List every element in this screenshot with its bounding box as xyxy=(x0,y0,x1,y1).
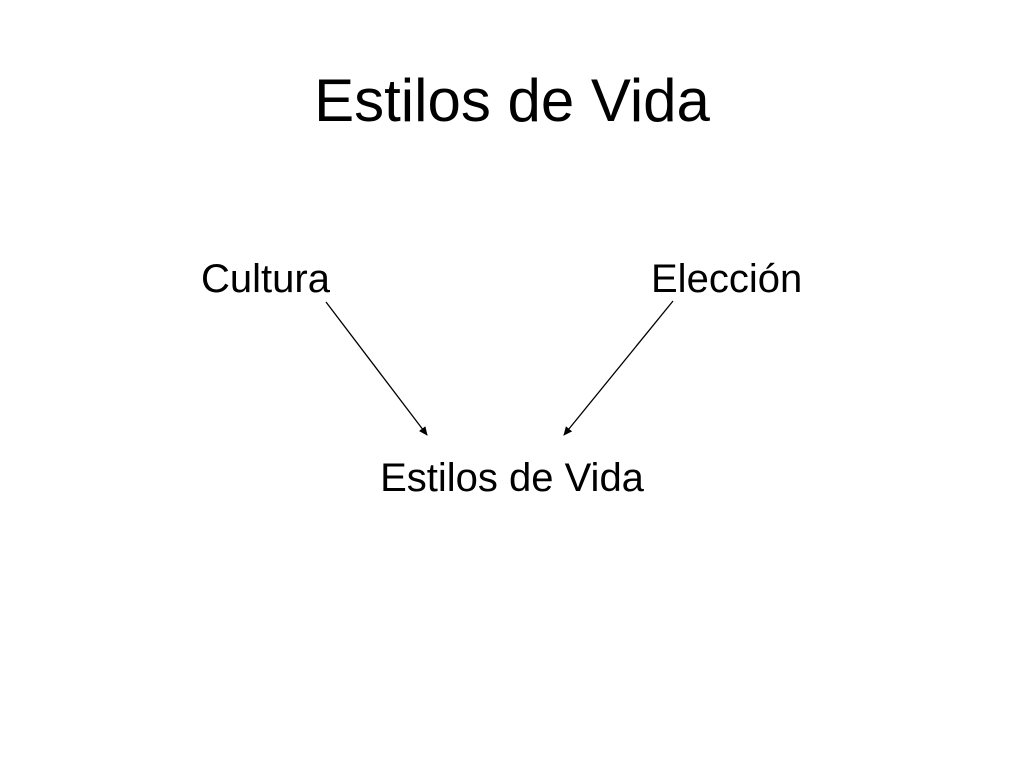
arrow-cultura-to-estilos xyxy=(325,301,428,436)
node-estilos-de-vida: Estilos de Vida xyxy=(380,456,644,500)
node-eleccion: Elección xyxy=(651,257,803,301)
node-cultura: Cultura xyxy=(201,257,330,301)
slide-title: Estilos de Vida xyxy=(314,67,710,134)
arrow-eleccion-to-estilos xyxy=(563,300,674,436)
